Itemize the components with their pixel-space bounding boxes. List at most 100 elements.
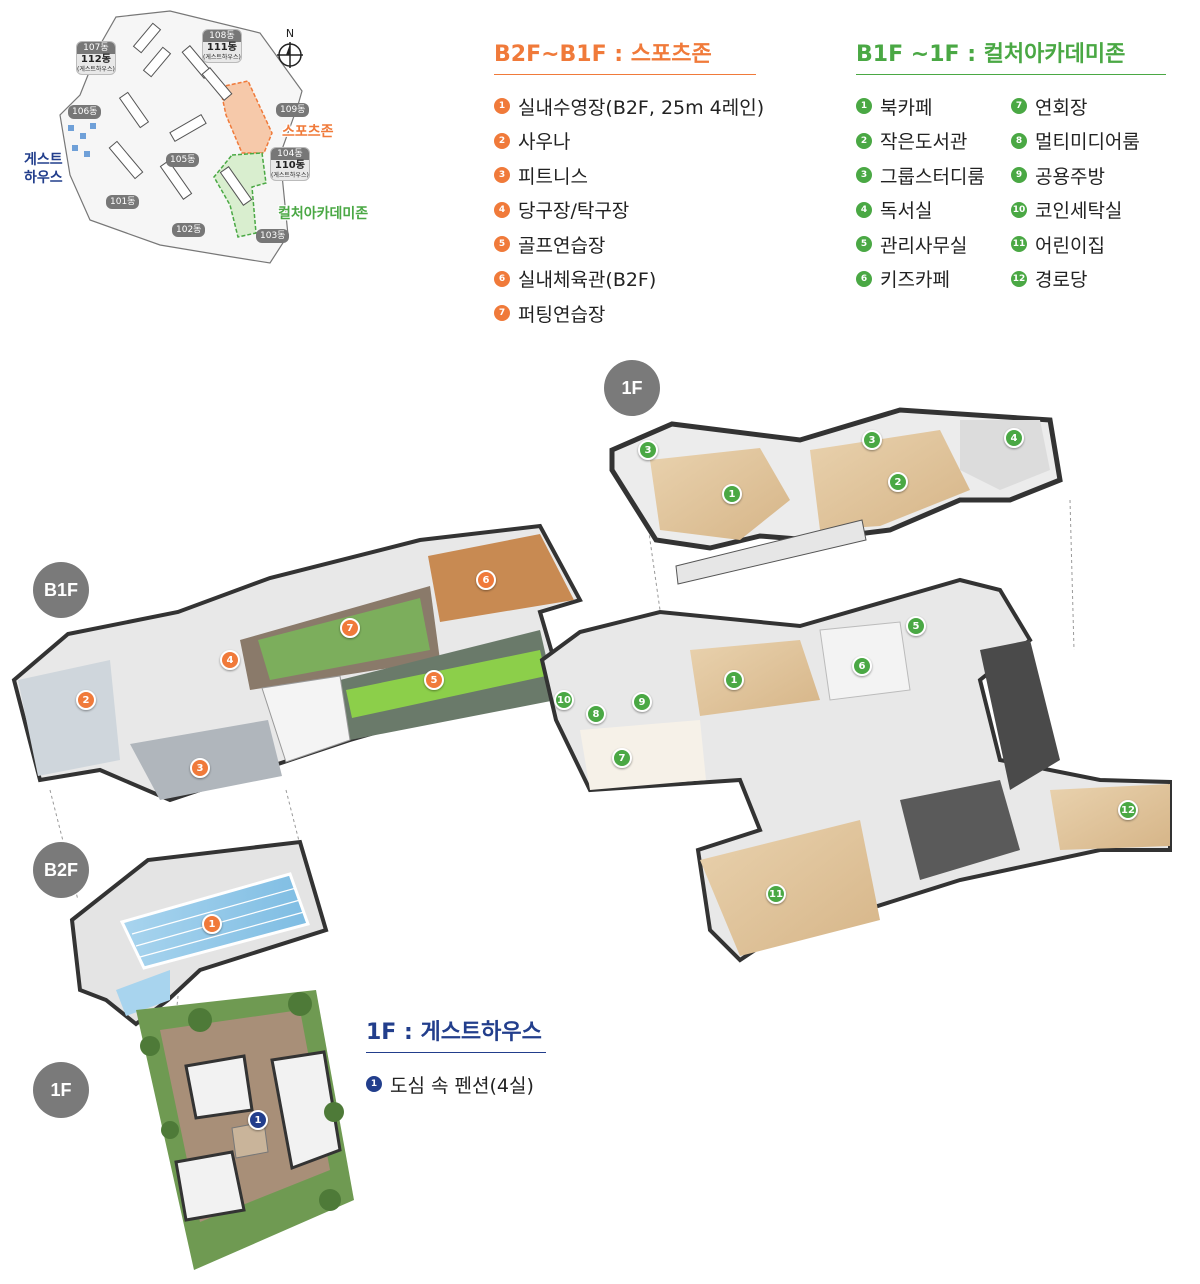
b1f-sports-plan xyxy=(11,523,583,803)
legend-label: 어린이집 xyxy=(1035,234,1105,257)
legend-item: 6 키즈카페 xyxy=(856,262,1011,297)
building-103: 103동 xyxy=(256,229,290,243)
map-marker: 1 xyxy=(248,1110,268,1130)
legend-item: 3 피트니스 xyxy=(494,158,756,193)
map-marker: 3 xyxy=(862,430,882,450)
floor-badge-b2f: B2F xyxy=(33,842,89,898)
map-marker: 6 xyxy=(476,570,496,590)
building-104-110: 104동 110동 (게스트하우스) xyxy=(270,147,310,181)
map-marker: 7 xyxy=(612,748,632,768)
legend-number-badge: 10 xyxy=(1011,201,1027,218)
building-108-111: 108동 111동 (게스트하우스) xyxy=(202,29,242,63)
map-marker: 7 xyxy=(340,618,360,638)
legend-label: 골프연습장 xyxy=(518,234,606,257)
legend-label: 실내수영장(B2F, 25m 4레인) xyxy=(518,96,765,119)
legend-number-badge: 1 xyxy=(494,98,510,115)
building-102: 102동 xyxy=(172,223,206,237)
sports-legend-title: B2F~B1F : 스포츠존 xyxy=(494,42,712,67)
legend-label: 당구장/탁구장 xyxy=(518,200,630,223)
legend-label: 멀티미디어룸 xyxy=(1035,131,1140,154)
legend-number-badge: 9 xyxy=(1011,167,1027,184)
map-marker: 12 xyxy=(1118,800,1138,820)
legend-label: 공용주방 xyxy=(1035,165,1105,188)
legend-label: 피트니스 xyxy=(518,165,588,188)
legend-number-badge: 6 xyxy=(856,270,872,287)
map-marker: 1 xyxy=(202,914,222,934)
legend-label: 연회장 xyxy=(1035,96,1088,119)
guesthouse-label: 게스트 하우스 xyxy=(24,152,63,186)
map-marker: 11 xyxy=(766,884,786,904)
legend-label: 그룹스터디룸 xyxy=(880,165,985,188)
site-map: 107동 112동 (게스트하우스) 108동 111동 (게스트하우스) 10… xyxy=(20,5,400,270)
culture-zone-label: 컬처아카데미존 xyxy=(278,206,369,222)
building-105: 105동 xyxy=(166,153,200,167)
legend-item: 9 공용주방 xyxy=(1011,158,1166,193)
map-marker: 3 xyxy=(638,440,658,460)
map-marker: 9 xyxy=(632,692,652,712)
legend-label: 퍼팅연습장 xyxy=(518,303,606,326)
map-marker: 5 xyxy=(906,616,926,636)
legend-label: 북카페 xyxy=(880,96,933,119)
legend-number-badge: 7 xyxy=(494,305,510,322)
legend-number-badge: 2 xyxy=(856,132,872,149)
building-107-112: 107동 112동 (게스트하우스) xyxy=(76,41,116,75)
legend-number-badge: 1 xyxy=(856,98,872,115)
legend-number-badge: 5 xyxy=(494,236,510,253)
legend-item: 4 당구장/탁구장 xyxy=(494,193,756,228)
culture-legend-title: B1F ~1F : 컬처아카데미존 xyxy=(856,42,1126,67)
map-marker: 6 xyxy=(852,656,872,676)
building-101: 101동 xyxy=(106,195,140,209)
legend-number-badge: 3 xyxy=(856,167,872,184)
legend-label: 독서실 xyxy=(880,200,933,223)
compass-north-label: N xyxy=(285,27,295,40)
legend-item: 8 멀티미디어룸 xyxy=(1011,124,1166,159)
legend-number-badge: 5 xyxy=(856,236,872,253)
map-marker: 4 xyxy=(220,650,240,670)
legend-number-badge: 1 xyxy=(366,1076,382,1093)
sports-zone-label: 스포츠존 xyxy=(282,124,334,140)
legend-item: 5 골프연습장 xyxy=(494,227,756,262)
map-marker: 1 xyxy=(722,484,742,504)
map-marker: 2 xyxy=(76,690,96,710)
legend-label: 코인세탁실 xyxy=(1035,200,1123,223)
culture-legend-rule xyxy=(856,74,1166,75)
legend-item: 1 실내수영장(B2F, 25m 4레인) xyxy=(494,89,764,124)
legend-number-badge: 4 xyxy=(494,201,510,218)
guesthouse-plan xyxy=(136,990,354,1270)
legend-label: 경로당 xyxy=(1035,269,1088,292)
map-marker: 2 xyxy=(888,472,908,492)
legend-item: 10 코인세탁실 xyxy=(1011,193,1166,228)
map-marker: 8 xyxy=(586,704,606,724)
sports-legend-rule xyxy=(494,74,756,75)
guest-legend-rule xyxy=(366,1052,546,1053)
map-marker: 3 xyxy=(190,758,210,778)
floor-badge-b1f: B1F xyxy=(33,562,89,618)
legend-number-badge: 6 xyxy=(494,270,510,287)
legend-number-badge: 8 xyxy=(1011,132,1027,149)
map-marker: 4 xyxy=(1004,428,1024,448)
top-1f-plan xyxy=(609,407,1063,585)
legend-label: 사우나 xyxy=(518,131,571,154)
floor-badge-1f-bottom: 1F xyxy=(33,1062,89,1118)
map-marker: 5 xyxy=(424,670,444,690)
legend-item: 1 북카페 xyxy=(856,89,1011,124)
legend-number-badge: 3 xyxy=(494,167,510,184)
map-marker: 10 xyxy=(554,690,574,710)
building-106: 106동 xyxy=(68,105,102,119)
sports-zone-area xyxy=(219,80,273,154)
legend-item: 7 퍼팅연습장 xyxy=(494,296,756,331)
legend-label: 키즈카페 xyxy=(880,269,950,292)
